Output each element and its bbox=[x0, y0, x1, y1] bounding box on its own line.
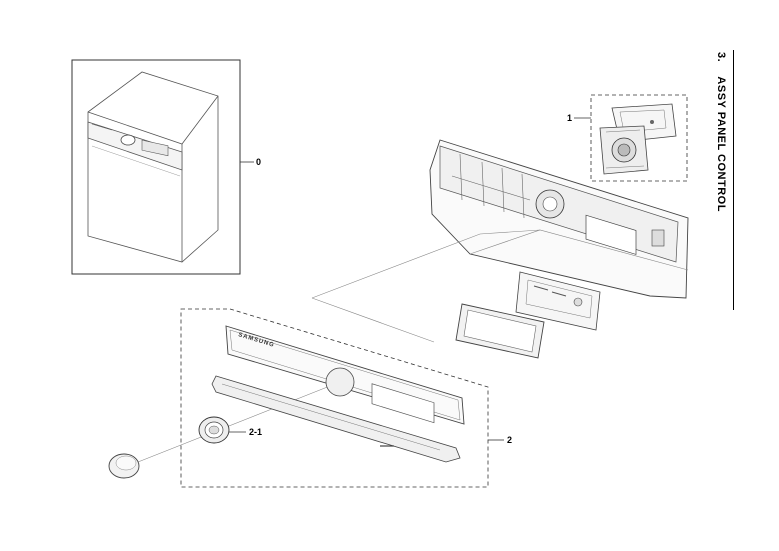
callout-1: 1 bbox=[567, 113, 572, 123]
panel-display-opening bbox=[371, 383, 435, 424]
assembly-guide-lines bbox=[137, 229, 541, 463]
dial-knob bbox=[108, 453, 140, 479]
panel-dial-opening bbox=[325, 367, 355, 397]
part-0-dial bbox=[120, 134, 136, 146]
page-title: 3. ASSY PANEL CONTROL bbox=[715, 52, 727, 212]
title-rule bbox=[733, 50, 734, 310]
callout-0: 0 bbox=[256, 157, 261, 167]
control-panel-frame bbox=[429, 139, 689, 299]
part-0-dryer-unit: 0 bbox=[71, 59, 261, 275]
title-number: 3. bbox=[715, 52, 727, 63]
part-2-panel-assy: SAMSUNG 2 bbox=[180, 308, 512, 488]
display-window bbox=[455, 303, 545, 359]
callout-2-1: 2-1 bbox=[249, 427, 262, 437]
part-1-pcb-assy: 1 bbox=[567, 94, 688, 182]
display-pcb bbox=[515, 271, 601, 331]
part-2-1-knob-ring: 2-1 bbox=[198, 416, 262, 444]
part-0-frame bbox=[71, 59, 241, 275]
title-label: ASSY PANEL CONTROL bbox=[715, 76, 727, 212]
callout-2: 2 bbox=[507, 435, 512, 445]
